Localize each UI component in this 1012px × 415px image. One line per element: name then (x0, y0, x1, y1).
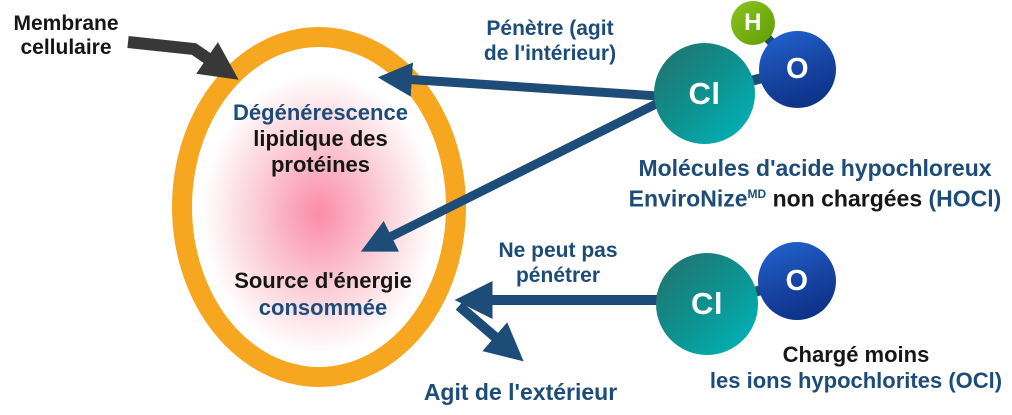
degeneration-line1: Dégénérescence (233, 100, 408, 125)
brand-name: EnviroNize (628, 185, 748, 212)
membrane-pointer-arrow (127, 36, 239, 80)
membrane-label: Membrane cellulaire (0, 12, 132, 60)
hocl-caption: Molécules d'acide hypochloreux EnviroNiz… (618, 155, 1012, 212)
acts-outside-label: Agit de l'extérieur (423, 379, 618, 405)
cannot-penetrate-label: Ne peut pas pénétrer (470, 238, 646, 288)
hocl-oxygen-symbol: O (785, 53, 810, 85)
penetrates-label-line2: de l'intérieur) (483, 42, 617, 65)
energy-line2: consommée (258, 295, 388, 320)
hocl-formula: (HOCl) (928, 185, 1002, 212)
ocl-oxygen-atom: O (758, 242, 836, 320)
trademark-superscript: MD (747, 187, 767, 201)
hocl-caption-line1: Molécules d'acide hypochloreux (638, 155, 992, 181)
membrane-label-line2: cellulaire (20, 36, 112, 59)
exterior-arrow (455, 302, 524, 362)
degeneration-line3: protéines (270, 152, 371, 177)
ocl-chlorine-atom: Cl (656, 253, 758, 355)
cell-degeneration-text: Dégénérescence lipidique des protéines (198, 100, 443, 178)
cannot-penetrate-line1: Ne peut pas (498, 239, 618, 262)
degeneration-line2: lipidique des (253, 126, 388, 151)
hocl-chlorine-symbol: Cl (688, 75, 721, 111)
ocl-oxygen-symbol: O (785, 264, 809, 297)
penetrate-arrow-top (377, 62, 659, 101)
hocl-hydrogen-symbol: H (744, 9, 762, 36)
hocl-oxygen-atom: O (759, 31, 836, 108)
cell-energy-text: Source d'énergie consommée (198, 267, 448, 321)
ocl-chlorine-symbol: Cl (691, 286, 723, 321)
ocl-caption-line2: les ions hypochlorites (OCl) (709, 368, 1003, 393)
penetrates-label: Pénètre (agit de l'intérieur) (450, 16, 650, 66)
ocl-caption: Chargé moins les ions hypochlorites (OCl… (700, 342, 1012, 394)
ocl-caption-line1: Chargé moins (782, 342, 930, 367)
penetrate-arrow-interior (360, 98, 661, 252)
hocl-caption-middle: non chargées (766, 185, 929, 212)
hocl-hydrogen-atom: H (731, 1, 775, 45)
membrane-label-line1: Membrane (13, 12, 119, 35)
penetrates-label-line1: Pénètre (agit (486, 17, 614, 40)
hocl-chlorine-atom: Cl (654, 43, 755, 144)
hocl-caption-line2: EnviroNizeMD non chargées (HOCl) (618, 181, 1012, 212)
energy-line1: Source d'énergie (234, 268, 412, 293)
cannot-penetrate-line2: pénétrer (515, 264, 601, 287)
